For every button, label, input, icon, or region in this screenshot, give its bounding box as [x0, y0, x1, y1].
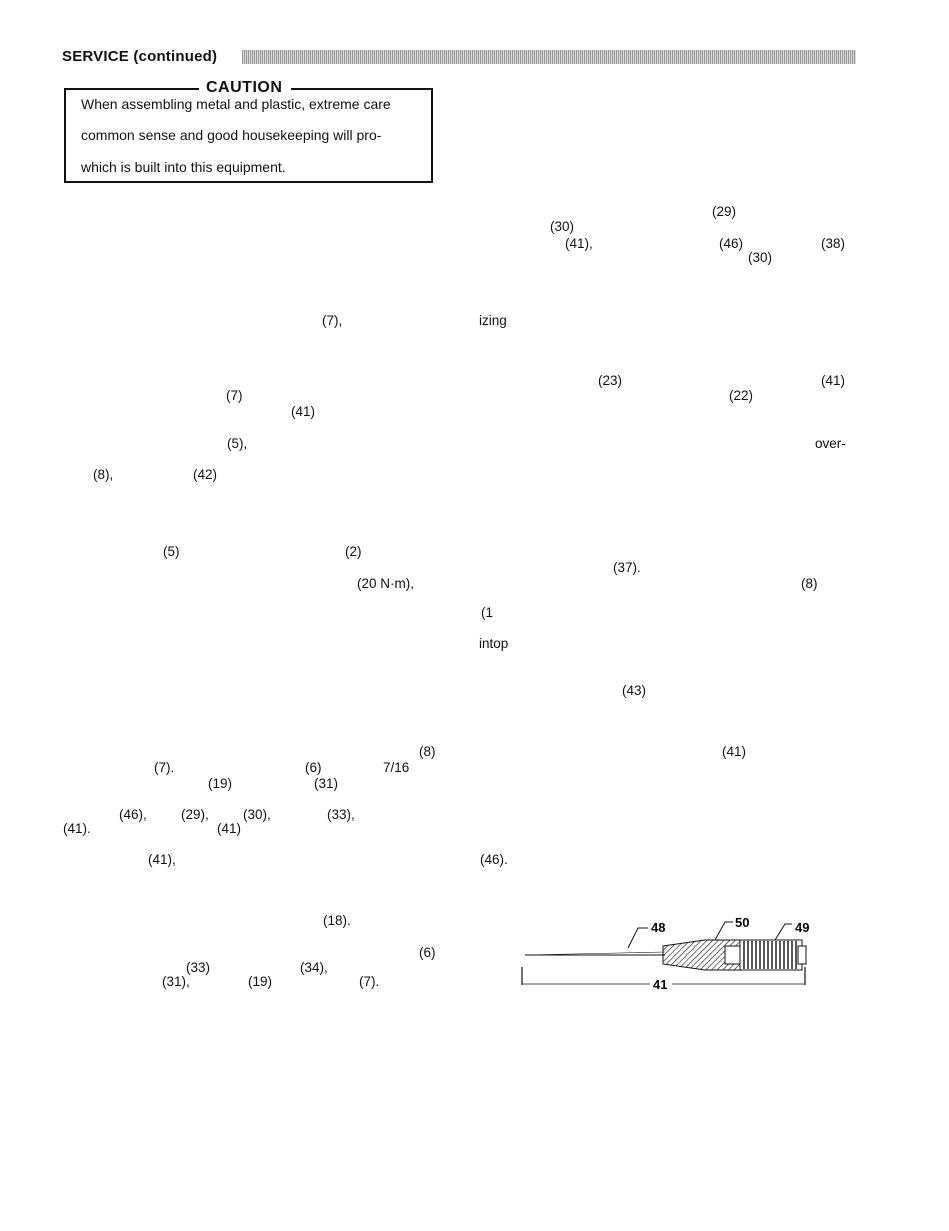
ref-number: (7),: [322, 313, 343, 328]
ref-number: (5),: [227, 436, 248, 451]
ref-number: (41): [291, 404, 316, 419]
ref-number: (7).: [359, 974, 380, 989]
ref-number: (2): [345, 544, 362, 559]
ref-number: (42): [193, 467, 218, 482]
caution-line: which is built into this equipment.: [81, 159, 286, 175]
ref-number: (37).: [613, 560, 641, 575]
ref-number: (1: [481, 605, 494, 620]
figure-label-49: 49: [795, 920, 809, 935]
ref-number: (46).: [480, 852, 508, 867]
ref-number: (41).: [63, 821, 91, 836]
ref-number: (41): [217, 821, 242, 836]
figure-label-48: 48: [651, 920, 665, 935]
ref-number: (41): [821, 373, 846, 388]
ref-number: (29): [712, 204, 737, 219]
caution-line: common sense and good housekeeping will …: [81, 127, 382, 143]
caution-border: [64, 88, 199, 90]
ref-number: (8),: [93, 467, 114, 482]
ref-number: (6): [305, 760, 322, 775]
ref-number: (18).: [323, 913, 351, 928]
ref-number: (7): [226, 388, 243, 403]
ref-number: (38): [821, 236, 846, 251]
ref-number: (46),: [119, 807, 147, 822]
leader-49: [774, 923, 792, 941]
ref-number: (22): [729, 388, 754, 403]
ref-number: (5): [163, 544, 180, 559]
text-fragment: intop: [479, 636, 509, 651]
ref-number: (34),: [300, 960, 328, 975]
threaded-cap: [739, 939, 803, 971]
probe-assembly-figure: 48 50 49 41: [521, 915, 809, 992]
ref-number: (31),: [162, 974, 190, 989]
ref-number: (20 N·m),: [357, 576, 414, 591]
caution-title: CAUTION: [206, 79, 283, 96]
ref-number: (19): [208, 776, 233, 791]
caution-box: [64, 88, 433, 183]
text-fragment: izing: [479, 313, 507, 328]
ref-number: (31): [314, 776, 339, 791]
ref-number: (19): [248, 974, 273, 989]
leader-50: [714, 921, 733, 941]
ref-number: (23): [598, 373, 623, 388]
text-fragment: 7/16: [383, 760, 410, 775]
ref-number: (30),: [243, 807, 271, 822]
ref-number: (33),: [327, 807, 355, 822]
ref-number: (46): [719, 236, 744, 251]
figure-label-41: 41: [653, 977, 667, 992]
caution-line: When assembling metal and plastic, extre…: [81, 96, 391, 112]
figure-label-50: 50: [735, 915, 749, 930]
ref-number: (29),: [181, 807, 209, 822]
ref-number: (30): [550, 219, 575, 234]
ref-number: (8): [801, 576, 818, 591]
ref-number: (43): [622, 683, 647, 698]
ref-number: (30): [748, 250, 773, 265]
leader-48: [627, 927, 648, 949]
caution-border: [291, 88, 433, 90]
ref-number: (41): [722, 744, 747, 759]
ref-number: (33): [186, 960, 211, 975]
section-header: SERVICE (continued): [62, 48, 218, 65]
ref-number: (8): [419, 744, 436, 759]
header-rule: [242, 50, 856, 64]
text-fragment: over-: [815, 436, 846, 451]
ref-number: (6): [419, 945, 436, 960]
ref-number: (41),: [565, 236, 593, 251]
ref-number: (41),: [148, 852, 176, 867]
ref-number: (7).: [154, 760, 175, 775]
